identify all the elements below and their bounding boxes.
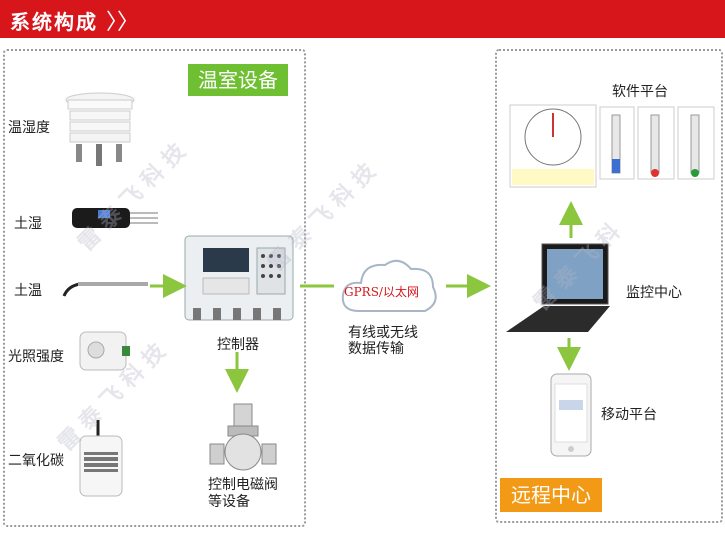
- sensor-label-soil-moisture: 土湿: [14, 216, 42, 232]
- valve-device-image: [209, 403, 277, 471]
- valve-label: 控制电磁阀 等设备: [208, 477, 278, 510]
- software-platform-label: 软件平台: [612, 84, 668, 100]
- laptop-image: [506, 243, 610, 332]
- header-bar: 系统构成 〉〉: [0, 0, 725, 38]
- sensor-label-light: 光照强度: [8, 349, 64, 365]
- sensor-label-temp-humidity: 温湿度: [8, 120, 50, 136]
- sensor-label-co2: 二氧化碳: [8, 453, 64, 469]
- soil-moisture-sensor-image: [72, 208, 158, 228]
- remote-tag: 远程中心: [500, 478, 602, 512]
- light-sensor-image: [79, 331, 130, 371]
- mobile-phone-image: [550, 373, 592, 457]
- remote-box: [495, 49, 723, 523]
- mobile-platform-label: 移动平台: [601, 407, 657, 423]
- greenhouse-tag: 温室设备: [188, 64, 288, 96]
- monitoring-center-label: 监控中心: [626, 285, 682, 301]
- cloud-icon: [341, 259, 437, 312]
- software-dashboard-image: [509, 104, 715, 188]
- temp-humidity-sensor-image: [65, 92, 135, 166]
- header-chevron-icon: 〉〉: [106, 10, 140, 35]
- greenhouse-box: [3, 49, 306, 527]
- header-title: 系统构成: [10, 10, 98, 34]
- soil-temp-sensor-image: [62, 282, 148, 297]
- controller-label: 控制器: [217, 337, 259, 353]
- sensor-label-soil-temp: 土温: [14, 283, 42, 299]
- controller-device-image: [184, 235, 294, 321]
- co2-sensor-image: [79, 420, 123, 497]
- network-caption-line2: 数据传输: [348, 341, 404, 357]
- cloud-label: GPRS/以太网: [344, 285, 419, 299]
- network-caption-line1: 有线或无线: [348, 325, 418, 341]
